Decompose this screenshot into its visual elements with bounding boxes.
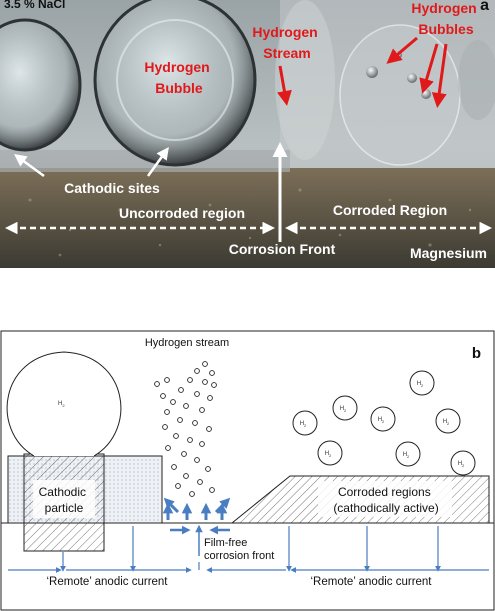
panel-b-letter: b bbox=[472, 345, 481, 362]
photo-panel-a: a 3.5 % NaCl Hydrogen Bubble Hydrogen St… bbox=[0, 0, 495, 268]
corrosion-front-label: Corrosion Front bbox=[229, 241, 336, 257]
h2-label-2: H2 bbox=[340, 406, 347, 413]
magnesium-label: Magnesium bbox=[410, 245, 487, 261]
hydrogen-bubble-right bbox=[340, 25, 460, 165]
hydrogen-stream-label: Hydrogen stream bbox=[145, 337, 229, 349]
h2-label-7: H2 bbox=[403, 452, 410, 459]
panel-a-letter: a bbox=[480, 0, 489, 14]
remote-current-right-label: ‘Remote’ anodic current bbox=[310, 576, 432, 588]
h2-label-6: H2 bbox=[325, 451, 332, 458]
schematic-panel-b: b Cathodic particle H2 Corroded regions … bbox=[0, 330, 495, 611]
h2-label-5: H2 bbox=[443, 419, 450, 426]
uncorroded-region-label: Uncorroded region bbox=[119, 205, 245, 221]
h2-label-8: H2 bbox=[458, 461, 465, 468]
h2-label-3: H2 bbox=[300, 421, 307, 428]
h2-label-1: H2 bbox=[417, 381, 424, 388]
cathodic-sites-label: Cathodic sites bbox=[64, 180, 160, 196]
h2-label-4: H2 bbox=[378, 417, 385, 424]
h2-label-large: H2 bbox=[58, 401, 65, 408]
solution-label: 3.5 % NaCl bbox=[4, 0, 65, 11]
remote-current-left-label: ‘Remote’ anodic current bbox=[46, 576, 168, 588]
corroded-region-label: Corroded Region bbox=[333, 202, 447, 218]
